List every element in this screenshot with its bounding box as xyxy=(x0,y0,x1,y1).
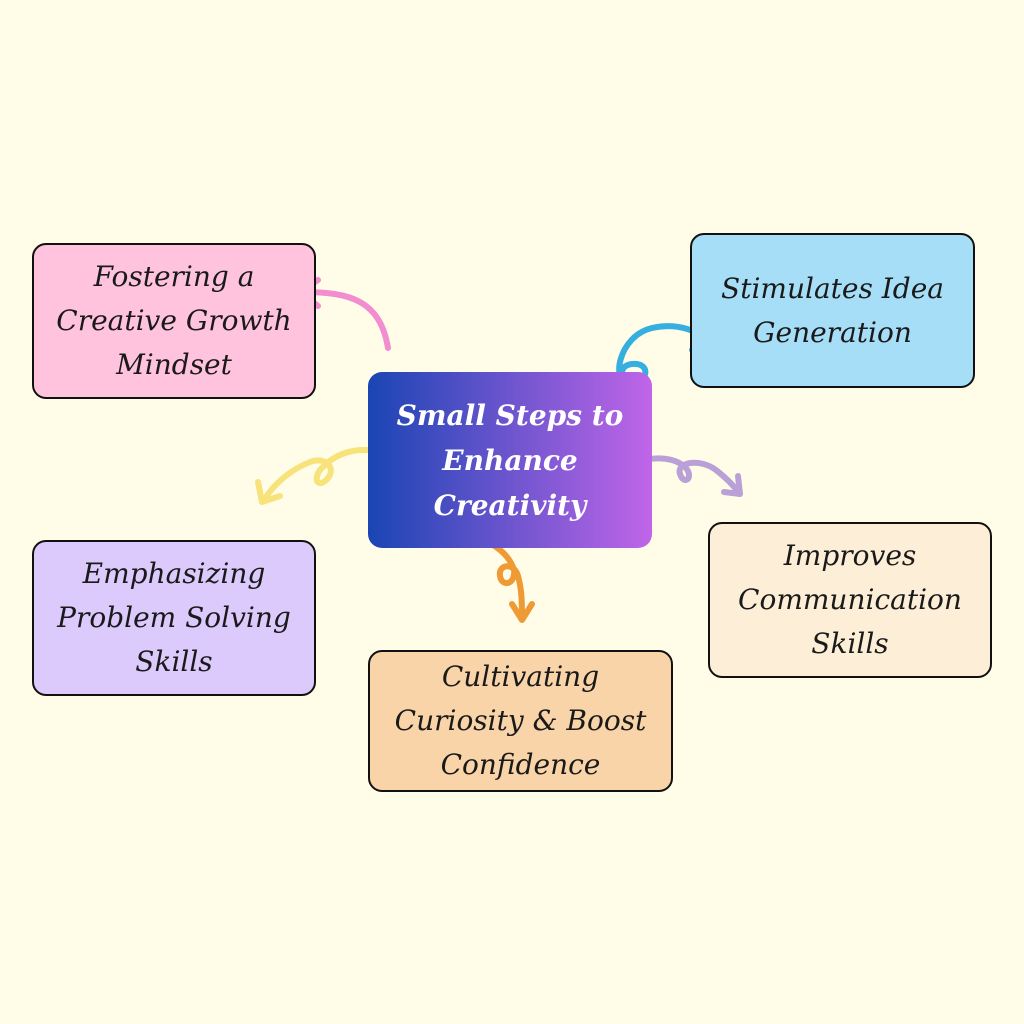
node-cultivating: Cultivating Curiosity & Boost Confidence xyxy=(368,650,673,792)
node-improves-line-2: Communication xyxy=(738,583,962,616)
node-stimulates-line-1: Stimulates Idea xyxy=(721,271,944,305)
arrow-to-improves xyxy=(627,455,743,497)
node-improves-line-3: Skills xyxy=(811,627,889,660)
arrow-to-emphasizing xyxy=(255,447,383,505)
arrow-to-cultivating-head xyxy=(509,601,535,623)
node-improves: Improves Communication Skills xyxy=(708,522,992,678)
node-fostering-line-2: Creative Growth xyxy=(56,304,292,337)
arrow-to-improves-head xyxy=(721,473,743,497)
node-stimulates: Stimulates Idea Generation xyxy=(690,233,975,388)
arrow-to-emphasizing-stroke xyxy=(261,447,383,503)
node-stimulates-line-2: Generation xyxy=(753,315,912,349)
node-emphasizing-line-3: Skills xyxy=(135,645,213,678)
arrow-to-fostering-stroke xyxy=(299,289,391,351)
node-improves-line-1: Improves xyxy=(783,539,917,572)
node-emphasizing-line-2: Problem Solving xyxy=(57,601,291,634)
center-line-2: Enhance xyxy=(442,443,578,477)
node-cultivating-line-1: Cultivating xyxy=(441,660,600,693)
node-emphasizing: Emphasizing Problem Solving Skills xyxy=(32,540,316,696)
center-line-3: Creativity xyxy=(433,488,587,522)
center-line-1: Small Steps to xyxy=(396,398,624,432)
arrow-to-improves-stroke xyxy=(627,455,741,495)
arrow-to-cultivating xyxy=(475,535,535,623)
node-fostering: Fostering a Creative Growth Mindset xyxy=(32,243,316,399)
node-fostering-line-1: Fostering a xyxy=(93,260,255,293)
arrow-to-cultivating-stroke xyxy=(475,535,525,621)
node-cultivating-line-3: Confidence xyxy=(440,748,601,781)
node-emphasizing-line-1: Emphasizing xyxy=(82,557,266,590)
node-fostering-line-3: Mindset xyxy=(116,348,232,381)
node-cultivating-line-2: Curiosity & Boost xyxy=(394,704,647,737)
arrow-to-emphasizing-head xyxy=(255,479,283,505)
center-node-small-steps: Small Steps to Enhance Creativity xyxy=(368,372,652,548)
